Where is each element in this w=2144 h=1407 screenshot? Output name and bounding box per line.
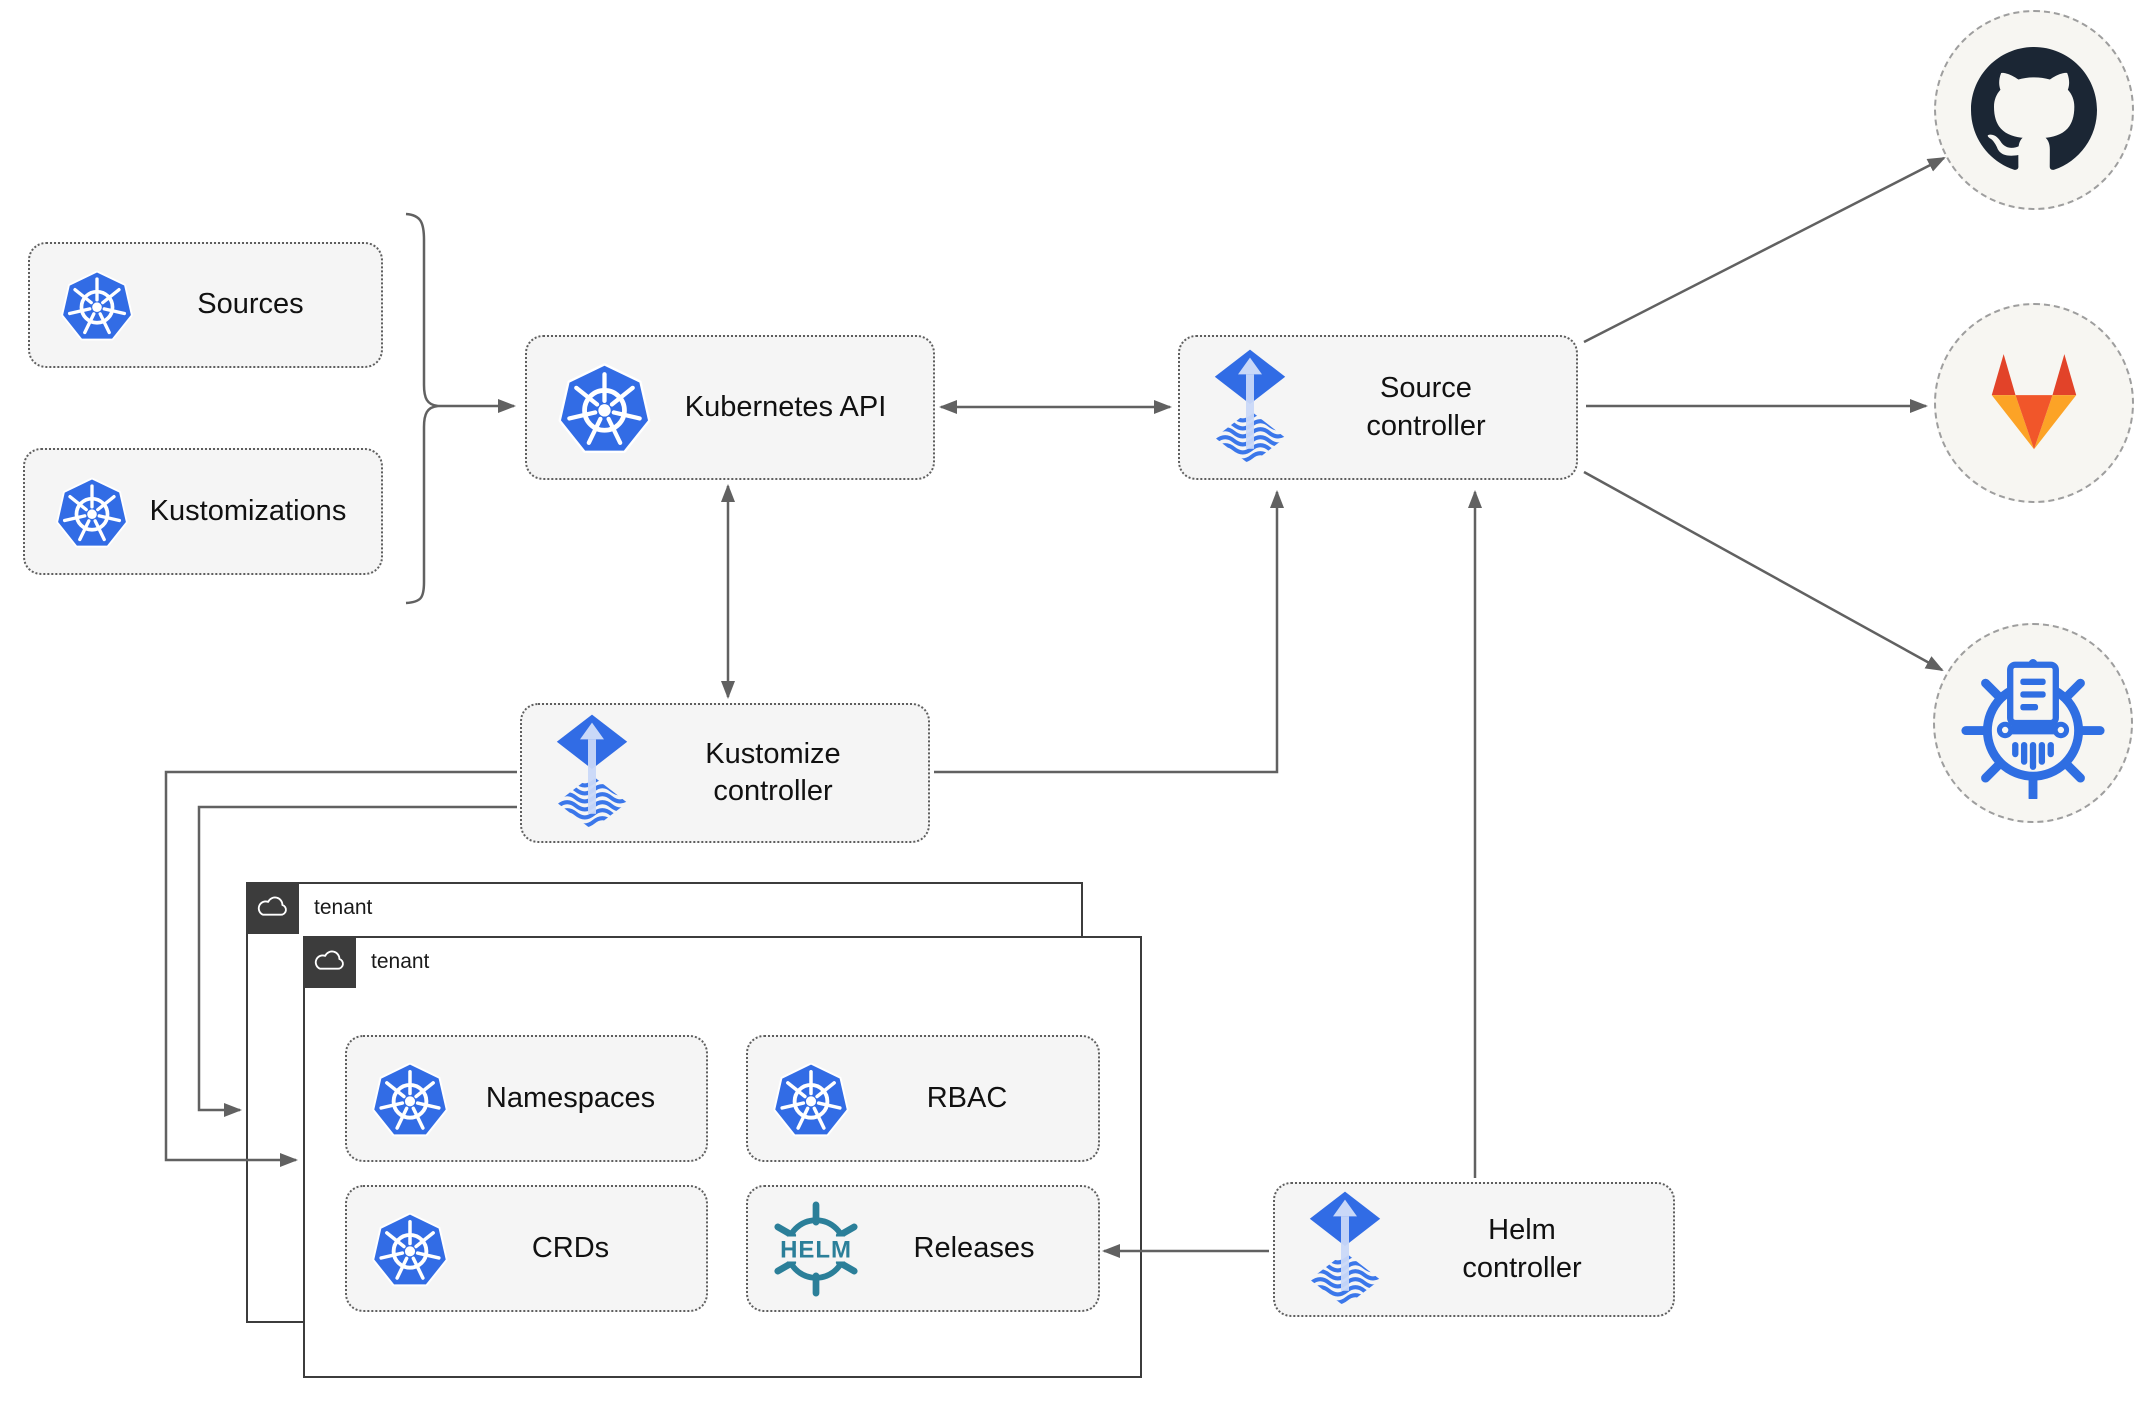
node-kustomize-controller: Kustomize controller bbox=[520, 703, 930, 843]
node-helm-controller: Helm controller bbox=[1273, 1182, 1675, 1317]
tenant-header bbox=[302, 935, 356, 988]
helm-icon: HELM bbox=[768, 1200, 864, 1297]
node-label: Releases bbox=[913, 1231, 1035, 1264]
node-releases: HELM Releases bbox=[746, 1185, 1100, 1312]
tenant-label: tenant bbox=[314, 895, 373, 919]
node-source-controller: Source controller bbox=[1178, 335, 1578, 480]
node-crds: CRDs bbox=[345, 1185, 708, 1312]
node-label: Sources bbox=[197, 288, 304, 321]
kubernetes-icon bbox=[371, 1060, 449, 1138]
gitlab-icon bbox=[1968, 337, 2100, 469]
bracket bbox=[405, 212, 439, 605]
node-label: Helm controller bbox=[1462, 1214, 1582, 1284]
node-namespaces: Namespaces bbox=[345, 1035, 708, 1162]
kubernetes-icon bbox=[557, 360, 652, 455]
arrow-source-to-github bbox=[1583, 156, 1946, 344]
flux-icon bbox=[1305, 1190, 1385, 1310]
endpoint-gitlab bbox=[1934, 303, 2134, 503]
flux-icon bbox=[552, 713, 632, 833]
kubernetes-icon bbox=[60, 268, 134, 342]
arrow-source-to-registry bbox=[1583, 470, 1944, 672]
node-label: Kustomizations bbox=[149, 494, 347, 527]
cloud-icon bbox=[312, 950, 346, 974]
flux-icon bbox=[1210, 348, 1290, 468]
node-kubernetes-api: Kubernetes API bbox=[525, 335, 935, 480]
cloud-icon bbox=[255, 896, 289, 920]
node-label: Namespaces bbox=[485, 1081, 656, 1114]
node-label: RBAC bbox=[926, 1081, 1008, 1114]
node-label: Source controller bbox=[1366, 372, 1486, 442]
arrow-kustomize-to-source bbox=[934, 490, 1284, 774]
node-rbac: RBAC bbox=[746, 1035, 1100, 1162]
node-label: CRDs bbox=[531, 1231, 610, 1264]
tenant-label: tenant bbox=[371, 949, 430, 973]
endpoint-oci-registry bbox=[1933, 623, 2133, 823]
node-kustomizations: Kustomizations bbox=[23, 448, 383, 575]
node-label: Kubernetes API bbox=[684, 390, 887, 423]
kubernetes-icon bbox=[371, 1210, 449, 1288]
svg-text:HELM: HELM bbox=[780, 1236, 852, 1263]
kubernetes-icon bbox=[55, 475, 129, 549]
tenant-box-front: tenant Namespaces RBAC CRDs bbox=[302, 935, 1142, 1378]
tenant-header bbox=[245, 881, 299, 934]
node-label: Kustomize controller bbox=[705, 737, 841, 807]
kubernetes-icon bbox=[772, 1060, 850, 1138]
github-icon bbox=[1971, 47, 2097, 173]
endpoint-github bbox=[1934, 10, 2134, 210]
oci-registry-icon bbox=[1957, 647, 2109, 799]
node-sources: Sources bbox=[28, 242, 383, 368]
